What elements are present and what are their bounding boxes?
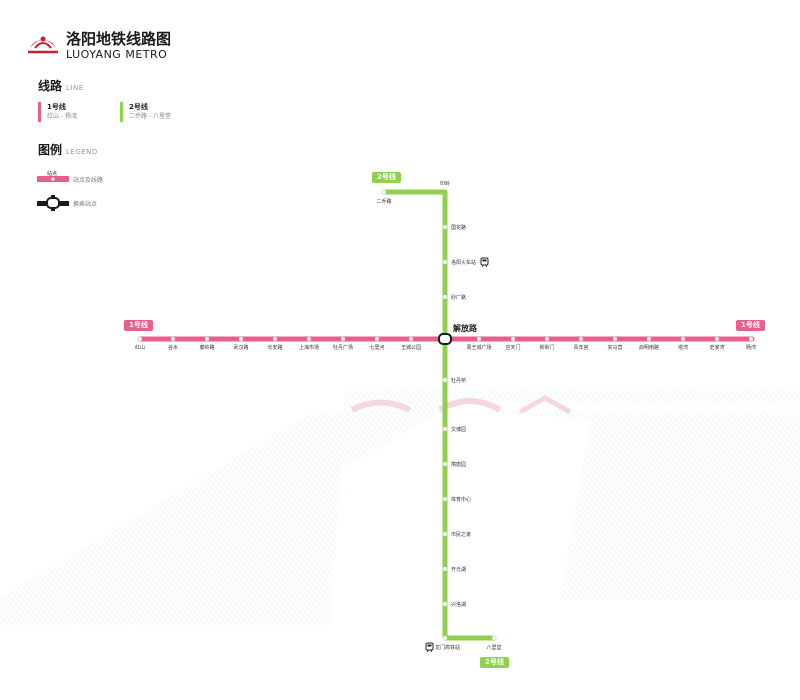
station-label[interactable]: 牡丹广场 [332,345,354,351]
station-label[interactable]: 秦岭路 [199,345,215,351]
station-label[interactable]: 谷水 [167,345,179,351]
line1-range: 红山 - 杨湾 [47,113,77,120]
line2-name: 2号线 [129,103,148,111]
line1-station-dot[interactable] [613,337,617,341]
station-label[interactable]: 夹马营 [607,345,623,351]
station-label[interactable]: 市民之家 [451,532,472,538]
station-label[interactable]: 文博园 [451,427,467,433]
line1-station-dot[interactable] [647,337,651,341]
station-label[interactable]: 七里河 [369,345,385,351]
station-label[interactable]: 国花路 [451,225,467,231]
line2-station-dot[interactable] [443,602,447,606]
station-label[interactable]: 龙门高铁站 [435,645,461,651]
station-label[interactable]: 体育中心 [451,497,472,503]
legend-station-line-label: 站点及线路 [73,177,104,184]
line1-station-dot[interactable] [375,337,379,341]
line1-badge-west[interactable]: 1号线 [124,320,153,331]
legend-transfer-symbol [37,195,69,211]
lines-title-en: LINE [66,84,84,92]
line1-station-dot[interactable] [545,337,549,341]
line2-range: 二乔路 - 八里堂 [129,113,171,120]
station-label[interactable]: 隋唐园 [451,462,467,468]
line1-station-dot[interactable] [681,337,685,341]
line1-card[interactable]: 1号线 红山 - 杨湾 [41,102,77,122]
line1-station-dot[interactable] [138,337,142,341]
line1-station-dot[interactable] [511,337,515,341]
transfer-station-marker[interactable] [438,333,452,345]
line1-station-dot[interactable] [409,337,413,341]
line2-track [381,189,497,641]
map-title: 洛阳地铁线路图 [66,30,172,48]
station-label[interactable]: 八里堂 [486,645,502,651]
station-label[interactable]: 新街门 [539,345,555,351]
station-label[interactable]: 塔湾 [677,345,689,351]
station-label[interactable]: 启明南路 [638,345,660,351]
train-station-icon [425,642,434,653]
line1-name: 1号线 [47,103,66,111]
line1-badge-east[interactable]: 1号线 [736,320,765,331]
station-label[interactable]: 印岭 [439,181,451,187]
station-label[interactable]: 上海市场 [298,345,320,351]
line2-station-dot[interactable] [382,190,386,194]
line2-station-dot[interactable] [443,295,447,299]
station-label[interactable]: 二乔路 [376,199,392,205]
line1-station-dot[interactable] [307,337,311,341]
station-label[interactable]: 兴洛湖 [451,602,467,608]
line1-station-dot[interactable] [205,337,209,341]
line2-station-dot[interactable] [443,462,447,466]
line1-station-dot[interactable] [477,337,481,341]
line1-station-dot[interactable] [171,337,175,341]
legend-station-line-symbol [37,176,69,182]
line2-station-dot[interactable] [492,636,496,640]
line1-stations [138,337,753,341]
transfer-station-label[interactable]: 解放路 [453,324,477,333]
line1-station-dot[interactable] [239,337,243,341]
logo-peony-icon [28,36,58,54]
station-label[interactable]: 青年宫 [573,345,589,351]
line1-color-bar [38,102,41,122]
station-label[interactable]: 王城公园 [400,345,422,351]
line1-station-dot[interactable] [715,337,719,341]
line1-station-dot[interactable] [273,337,277,341]
legend-station-word: 站点 [47,171,58,177]
line2-stations [382,190,496,640]
line1-station-dot[interactable] [749,337,753,341]
station-label[interactable]: 砂厂路 [451,295,467,301]
line2-badge-north[interactable]: 2号线 [372,172,401,183]
station-label[interactable]: 杨湾 [745,345,757,351]
line2-card[interactable]: 2号线 二乔路 - 八里堂 [123,102,171,122]
line2-station-dot[interactable] [443,636,447,640]
legend-title-cn: 图例 [38,143,63,157]
line2-station-dot[interactable] [443,378,447,382]
station-label[interactable]: 洛阳火车站 [451,260,477,266]
station-label[interactable]: 武汉路 [233,345,249,351]
line2-station-dot[interactable] [443,497,447,501]
line2-station-dot[interactable] [443,260,447,264]
station-label[interactable]: 红山 [134,345,146,351]
station-label[interactable]: 牡丹桥 [451,378,467,384]
line2-color-bar [120,102,123,122]
line2-badge-south[interactable]: 2号线 [480,657,509,668]
legend-title-en: LEGEND [66,148,98,156]
station-label[interactable]: 开元湖 [451,567,467,573]
line2-station-dot[interactable] [443,532,447,536]
line2-station-dot[interactable] [443,567,447,571]
watermark-pattern [0,390,800,625]
station-label[interactable]: 史家湾 [709,345,725,351]
map-subtitle: LUOYANG METRO [66,48,168,61]
station-label[interactable]: 长安路 [267,345,283,351]
lines-title-cn: 线路 [38,79,63,93]
line1-station-dot[interactable] [341,337,345,341]
station-label[interactable]: 应天门 [505,345,521,351]
line1-station-dot[interactable] [579,337,583,341]
train-station-icon [480,257,489,268]
legend-transfer-label: 换乘站点 [73,201,98,208]
line2-station-dot[interactable] [443,427,447,431]
line2-station-dot[interactable] [443,225,447,229]
station-label[interactable]: 周王城广场 [466,345,492,351]
